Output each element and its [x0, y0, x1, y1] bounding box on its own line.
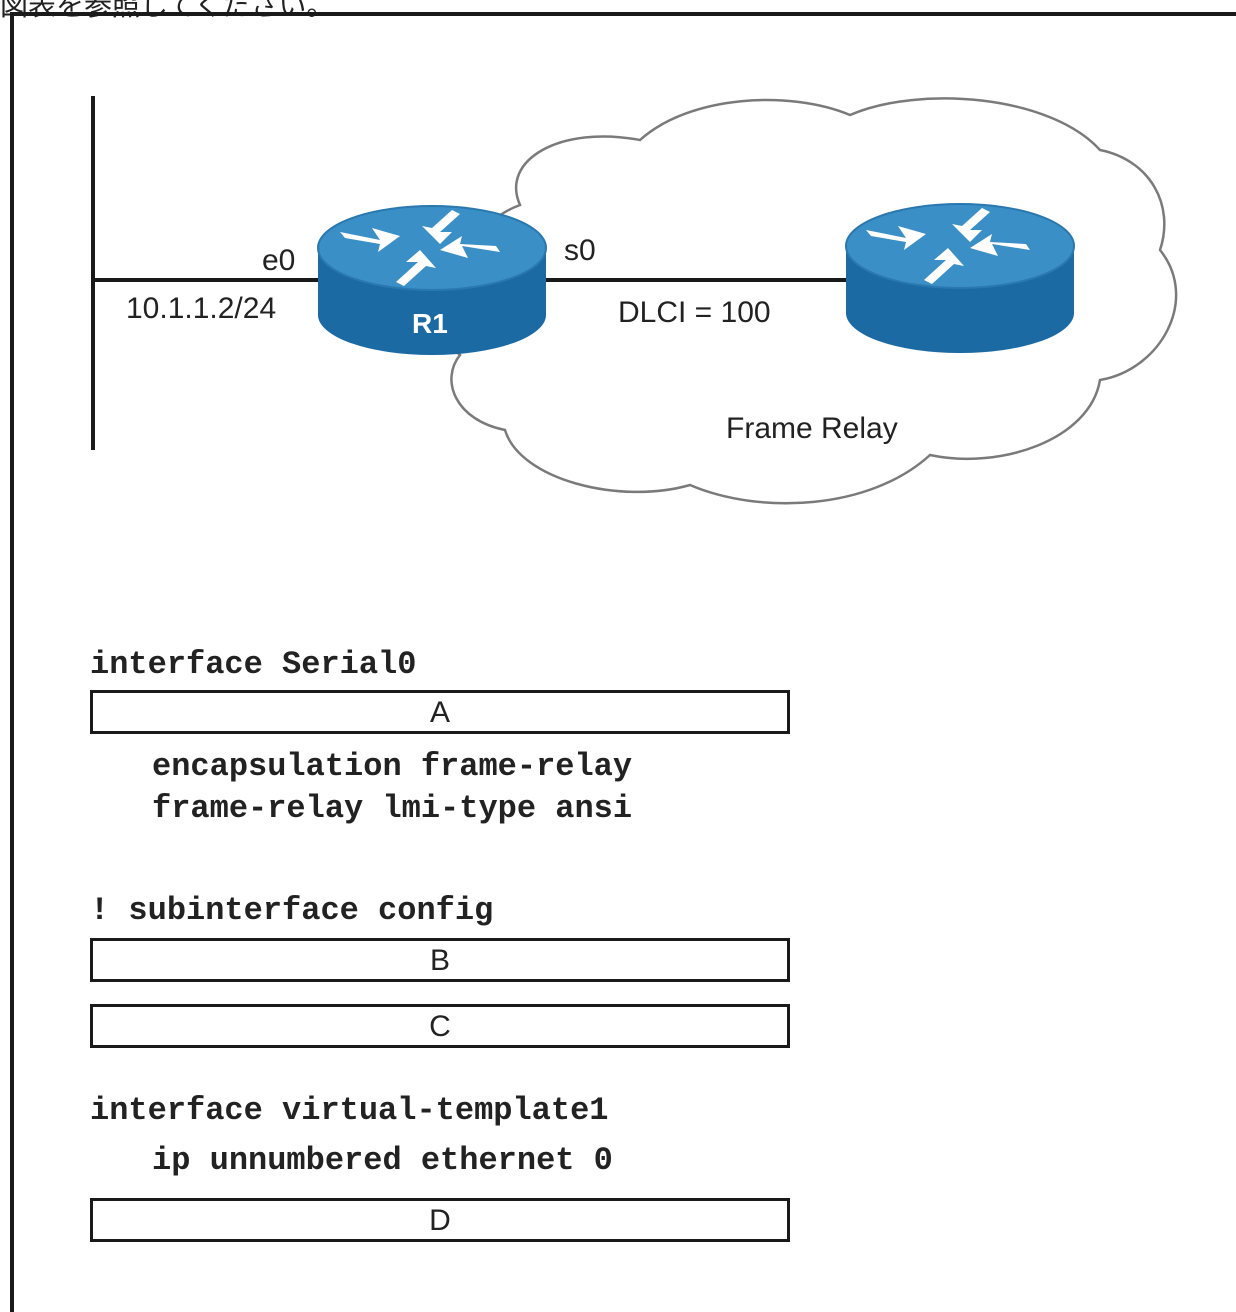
figure-frame	[10, 12, 1236, 1312]
s0-label: s0	[564, 234, 596, 267]
remote-router-icon	[845, 203, 1075, 353]
router-r1-label: R1	[412, 308, 448, 339]
header-text: 図表を参照してください。	[0, 0, 335, 22]
router-r1-icon	[317, 205, 547, 355]
config-line-interface-serial0: interface Serial0	[90, 646, 417, 683]
config-line-ip-unnumbered: ip unnumbered ethernet 0	[152, 1142, 613, 1179]
dlci-label: DLCI = 100	[618, 296, 771, 329]
answer-blank-c[interactable]: C	[90, 1004, 790, 1048]
network-diagram	[91, 96, 1178, 505]
answer-blank-d[interactable]: D	[90, 1198, 790, 1242]
config-line-virtual-template: interface virtual-template1	[90, 1092, 609, 1129]
config-line-subinterface-comment: ! subinterface config	[90, 892, 494, 929]
answer-blank-a[interactable]: A	[90, 690, 790, 734]
ip-address-label: 10.1.1.2/24	[126, 292, 277, 325]
e0-label: e0	[262, 244, 296, 277]
frame-relay-label: Frame Relay	[726, 412, 898, 445]
frame-relay-cloud	[440, 97, 1178, 505]
config-line-lmi-type: frame-relay lmi-type ansi	[152, 790, 633, 827]
answer-blank-b[interactable]: B	[90, 938, 790, 982]
config-line-encapsulation: encapsulation frame-relay	[152, 748, 633, 785]
